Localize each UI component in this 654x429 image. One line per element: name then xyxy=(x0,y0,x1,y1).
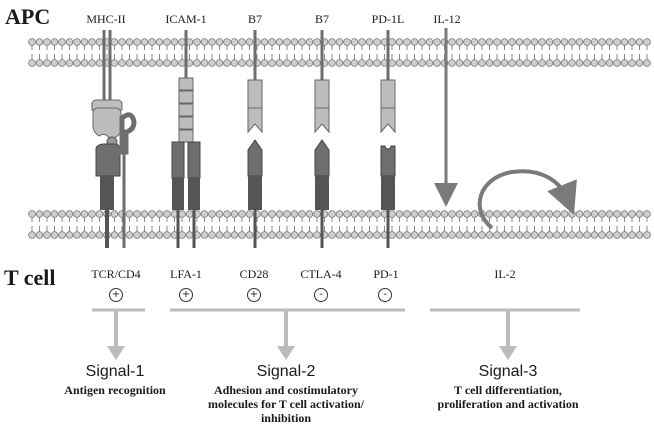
cd28-label: CD28 xyxy=(239,267,269,281)
ctla-4-label: CTLA-4 xyxy=(300,267,342,281)
pd-1-label: PD-1 xyxy=(373,267,399,281)
signal-3-bracket xyxy=(430,308,580,360)
signal-2-bracket xyxy=(170,308,405,360)
il-2-label: IL-2 xyxy=(494,267,516,281)
icam-lfa-complex xyxy=(171,30,201,248)
pdl1-pd1-complex xyxy=(380,30,396,248)
tcell-membrane xyxy=(28,210,651,239)
minus-sign-pd1: - xyxy=(378,288,392,302)
lfa-1-label: LFA-1 xyxy=(170,267,202,281)
apc-membrane xyxy=(28,38,651,67)
signal-1-title: Signal-1 xyxy=(85,363,145,380)
lfa-1-beta xyxy=(187,141,201,179)
cd4 xyxy=(119,112,137,155)
tcr xyxy=(95,143,121,177)
il2-loop-arrow xyxy=(477,169,577,230)
il-12-label: IL-12 xyxy=(433,12,461,26)
tcell-label: T cell xyxy=(4,265,56,290)
minus-sign-ctla4: - xyxy=(314,288,328,302)
mhc-ii-label: MHC-II xyxy=(86,12,126,26)
signal-3-title: Signal-3 xyxy=(478,363,538,380)
b7-ctla4-complex xyxy=(314,30,330,248)
b7-label-1: B7 xyxy=(247,12,263,26)
mhc-ii-groove xyxy=(92,107,122,139)
mhc-tcr-complex xyxy=(91,30,137,248)
b7-cd28-complex xyxy=(247,30,263,248)
apc-label: APC xyxy=(5,4,51,29)
b7-label-2: B7 xyxy=(314,12,330,26)
lfa-1-alpha xyxy=(171,141,185,179)
signal-1-bracket xyxy=(92,308,145,360)
icam-1-label: ICAM-1 xyxy=(165,12,207,26)
signal-1-desc: Antigen recognition xyxy=(64,383,166,397)
signal-3-desc: T cell differentiation, proliferation an… xyxy=(437,383,579,411)
pd-1l-label: PD-1L xyxy=(371,12,405,26)
signal-2-desc: Adhesion and costimulatory molecules for… xyxy=(208,383,364,425)
tcr-cd4-label: TCR/CD4 xyxy=(91,267,141,281)
plus-sign-tcr: + xyxy=(109,288,123,302)
plus-sign-lfa1: + xyxy=(179,288,193,302)
signal-2-title: Signal-2 xyxy=(256,363,316,380)
plus-sign-cd28: + xyxy=(247,288,261,302)
